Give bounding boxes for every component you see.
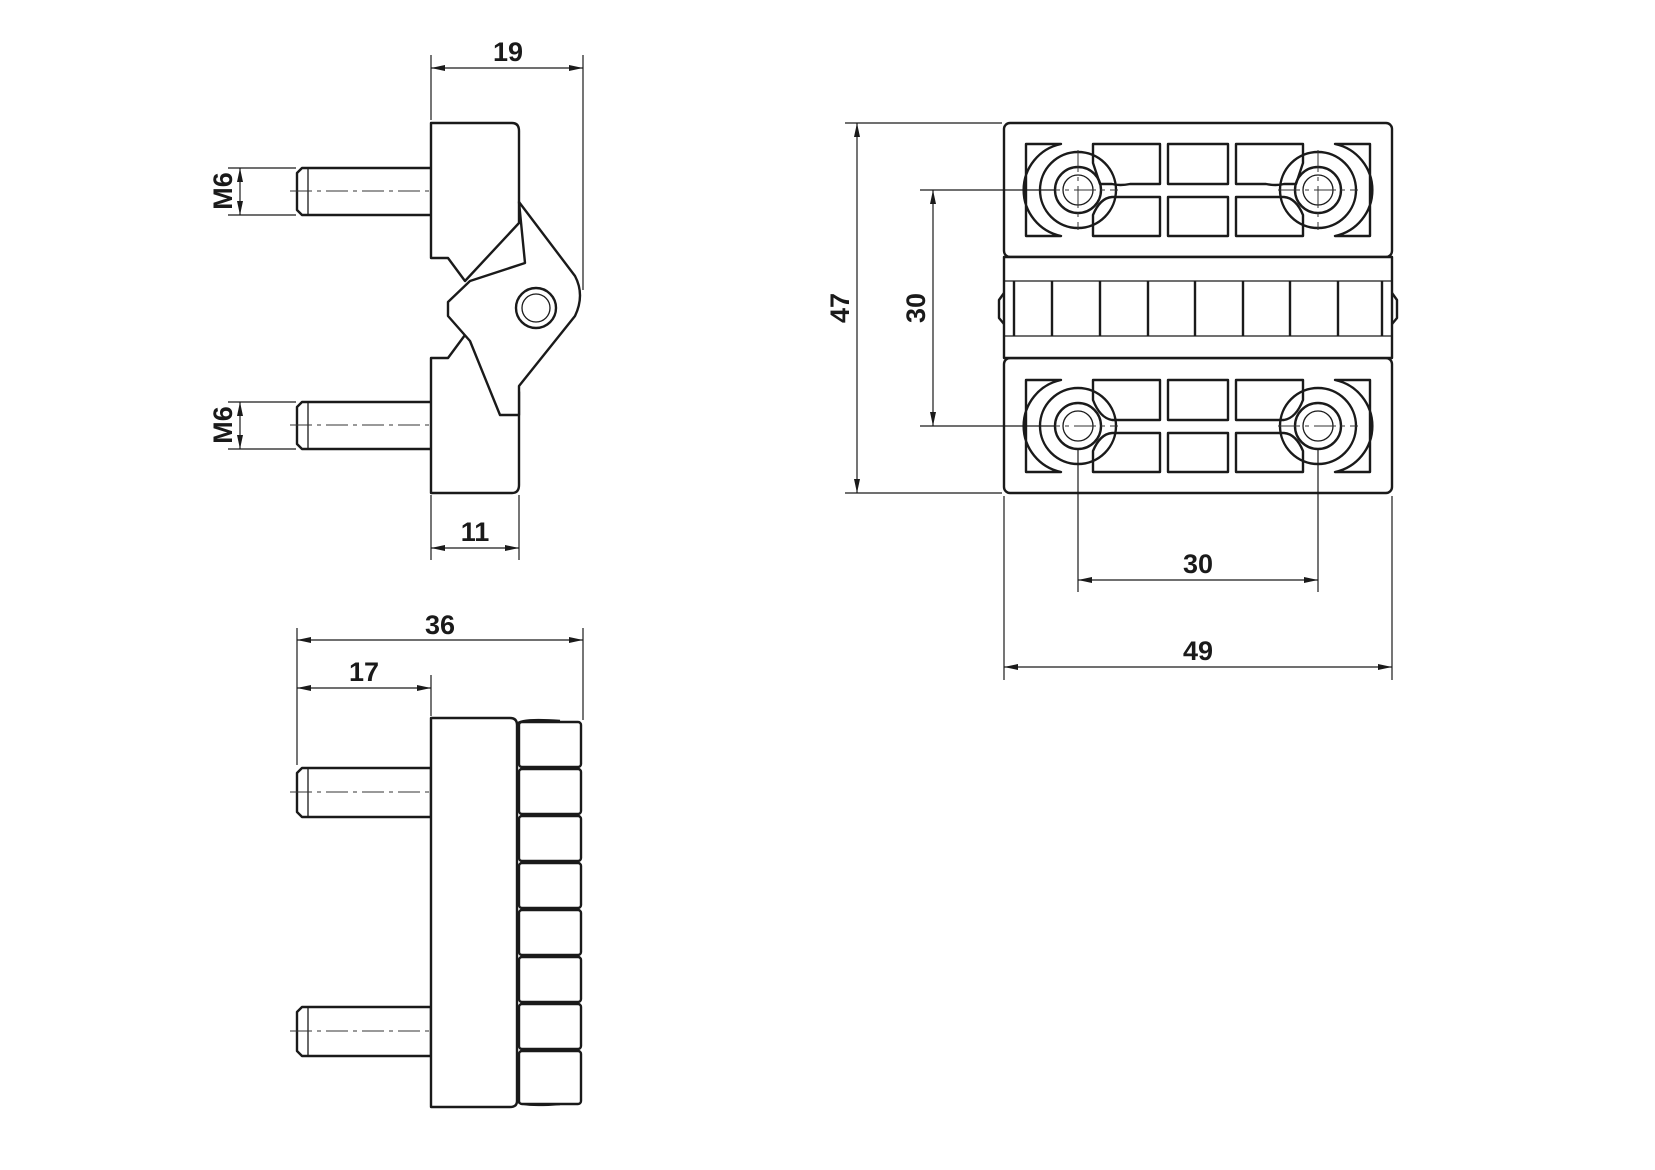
front-knuckle-band — [997, 255, 1399, 360]
dim-label-bottom-stud: 17 — [349, 657, 379, 687]
dim-label-thread-bottom: M6 — [208, 406, 238, 444]
bottom-view: 36 17 — [290, 610, 584, 1109]
hinge-pin-inner — [521, 293, 551, 323]
bottom-stud — [290, 400, 445, 451]
dim-label-bottom-total: 36 — [425, 610, 455, 640]
hinge-knuckle — [446, 200, 582, 417]
upper-leaf — [429, 121, 521, 283]
dim-front-width: 49 — [1003, 496, 1393, 680]
dim-label-side-width: 19 — [493, 37, 523, 67]
dim-bottom-stud: 17 — [297, 657, 432, 716]
knuckle-segments — [517, 720, 583, 1106]
top-stud — [290, 166, 445, 217]
dim-thread-top: M6 — [208, 167, 296, 216]
dim-label-thread-top: M6 — [208, 172, 238, 210]
bottom-leaf-body — [429, 716, 519, 1109]
dim-label-front-hole-horizontal: 30 — [1183, 549, 1213, 579]
dim-label-front-hole-vertical: 30 — [901, 293, 931, 323]
dim-label-front-width: 49 — [1183, 636, 1213, 666]
side-view: 19 11 M6 M6 — [208, 37, 584, 560]
dim-bottom-total: 36 — [296, 610, 584, 765]
bottom-upper-stud — [290, 766, 440, 819]
bottom-knuckle-cap-top — [516, 718, 561, 725]
dim-front-height: 47 — [825, 122, 1002, 494]
dim-label-front-height: 47 — [825, 293, 855, 323]
dim-side-width: 19 — [430, 37, 584, 290]
dim-thread-bottom: M6 — [208, 401, 296, 450]
dim-label-side-base: 11 — [461, 517, 490, 547]
front-view: 47 30 30 49 — [825, 121, 1399, 680]
dim-side-base: 11 — [430, 495, 520, 560]
bottom-lower-stud — [290, 1005, 440, 1058]
dim-front-hole-horizontal: 30 — [1077, 450, 1319, 592]
dim-front-hole-vertical: 30 — [901, 189, 1055, 427]
